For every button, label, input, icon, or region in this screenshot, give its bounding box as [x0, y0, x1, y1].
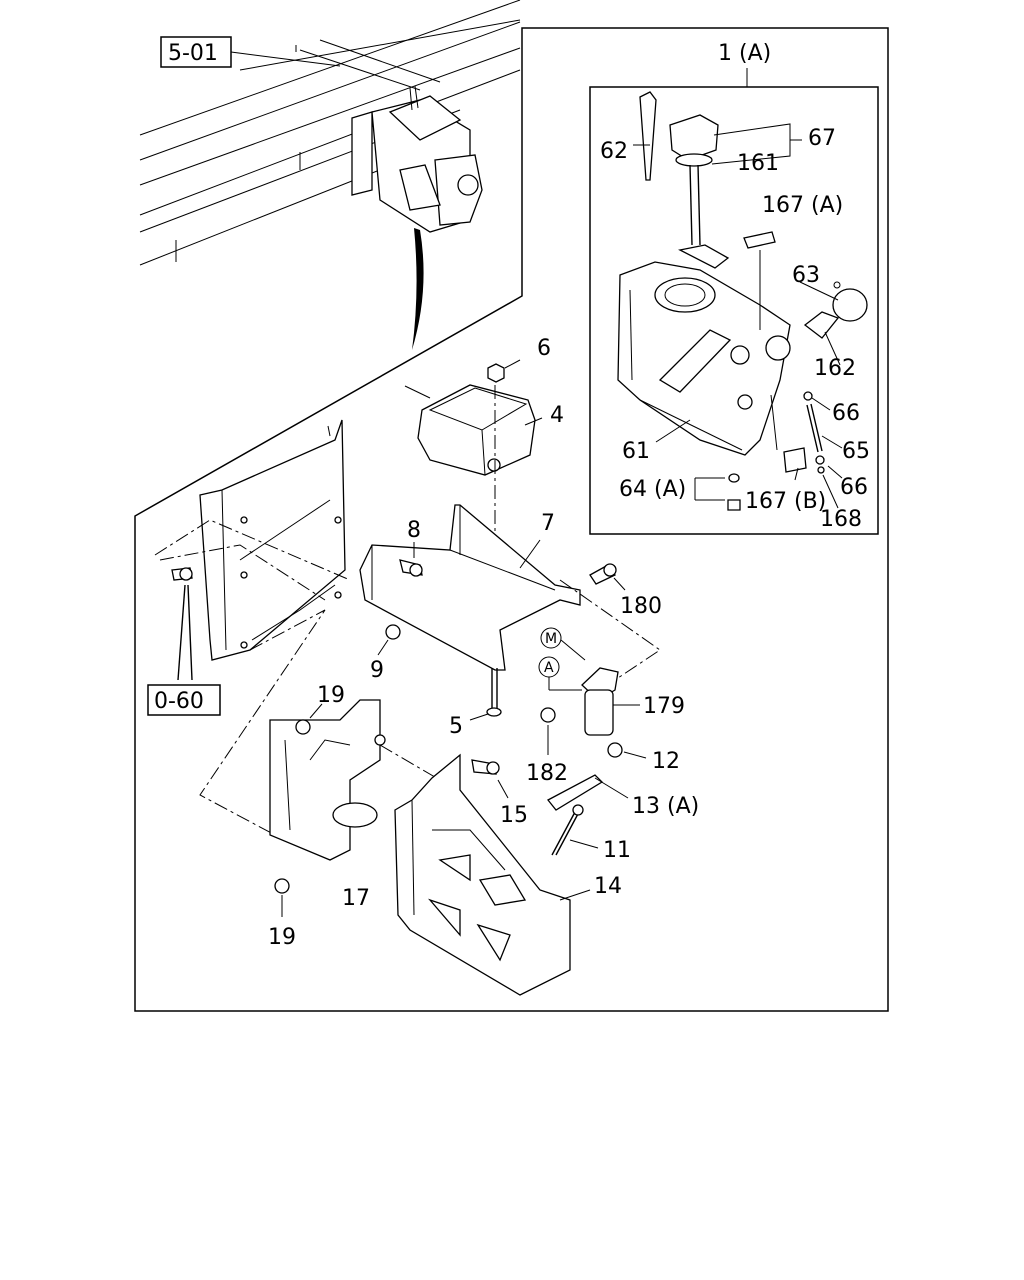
- callout-13a: 13 (A): [632, 794, 699, 819]
- ref-tag-0-60[interactable]: 0-60: [147, 684, 221, 716]
- main-leaders: [377, 359, 626, 656]
- callout-11: 11: [603, 838, 631, 863]
- ref-tag-5-01-text: 5-01: [168, 41, 218, 66]
- callout-5: 5: [449, 714, 463, 739]
- zoom-arrow: [412, 228, 424, 350]
- callout-167a: 167 (A): [762, 193, 843, 218]
- callout-168: 168: [820, 507, 862, 532]
- frame-plate: [199, 419, 346, 661]
- nut-19-bottom: [274, 878, 290, 917]
- nut-12: [607, 742, 647, 759]
- callout-66b: 66: [840, 475, 868, 500]
- nut-9: [385, 624, 401, 640]
- callout-19b: 19: [268, 925, 296, 950]
- bolt-15: [471, 759, 509, 799]
- marker-m-text: M: [545, 631, 557, 647]
- callout-161: 161: [737, 151, 779, 176]
- callout-64a: 64 (A): [619, 477, 686, 502]
- bolt-5: [469, 668, 502, 721]
- main-frame: [134, 27, 889, 1012]
- callout-19a: 19: [317, 683, 345, 708]
- callout-12: 12: [652, 749, 680, 774]
- nut-182: [540, 707, 556, 755]
- ecu-module: [404, 384, 536, 476]
- callout-179: 179: [643, 694, 685, 719]
- callout-17: 17: [342, 886, 370, 911]
- nut-19-top: [295, 703, 323, 735]
- callout-4: 4: [550, 403, 564, 428]
- marker-a: A: [538, 656, 582, 691]
- clip-13a: [547, 774, 629, 811]
- callout-6: 6: [537, 336, 551, 361]
- mounted-assembly-thumbnail: [351, 85, 483, 233]
- callout-66a: 66: [832, 401, 860, 426]
- callout-1a: 1 (A): [718, 41, 771, 66]
- callout-15: 15: [500, 803, 528, 828]
- callout-7: 7: [541, 511, 555, 536]
- main-labels: 6 4 8 7 180 9 179 19 5 182 12 15 13 (A) …: [268, 336, 699, 950]
- callout-63: 63: [792, 263, 820, 288]
- marker-a-text: A: [544, 660, 554, 676]
- callout-8: 8: [407, 518, 421, 543]
- filter-179: [581, 667, 640, 736]
- callout-162: 162: [814, 356, 856, 381]
- bracket-14: [394, 753, 591, 996]
- callout-62: 62: [600, 139, 628, 164]
- marker-m: M: [540, 627, 586, 661]
- ref-tag-0-60-text: 0-60: [154, 689, 204, 714]
- callout-180: 180: [620, 594, 662, 619]
- inset-leaders: [633, 68, 843, 509]
- callout-65: 65: [842, 439, 870, 464]
- bracket-17: [269, 699, 386, 861]
- tank-assembly: [617, 91, 868, 511]
- inset-frame: [589, 86, 879, 535]
- ref-tag-5-01[interactable]: 5-01: [160, 36, 341, 68]
- callout-9: 9: [370, 658, 384, 683]
- callout-67: 67: [808, 126, 836, 151]
- callout-167b: 167 (B): [745, 489, 826, 514]
- bolt-8: [399, 559, 423, 577]
- rod-11: [551, 804, 599, 856]
- bolt-180: [589, 563, 617, 585]
- callout-61: 61: [622, 439, 650, 464]
- inset-labels: 1 (A) 62 67 161 167 (A) 63 162 66 61 65 …: [600, 41, 870, 532]
- callout-14: 14: [594, 874, 622, 899]
- assembly-lines: [154, 519, 661, 836]
- bolts-0-60: [171, 567, 193, 681]
- callout-182: 182: [526, 761, 568, 786]
